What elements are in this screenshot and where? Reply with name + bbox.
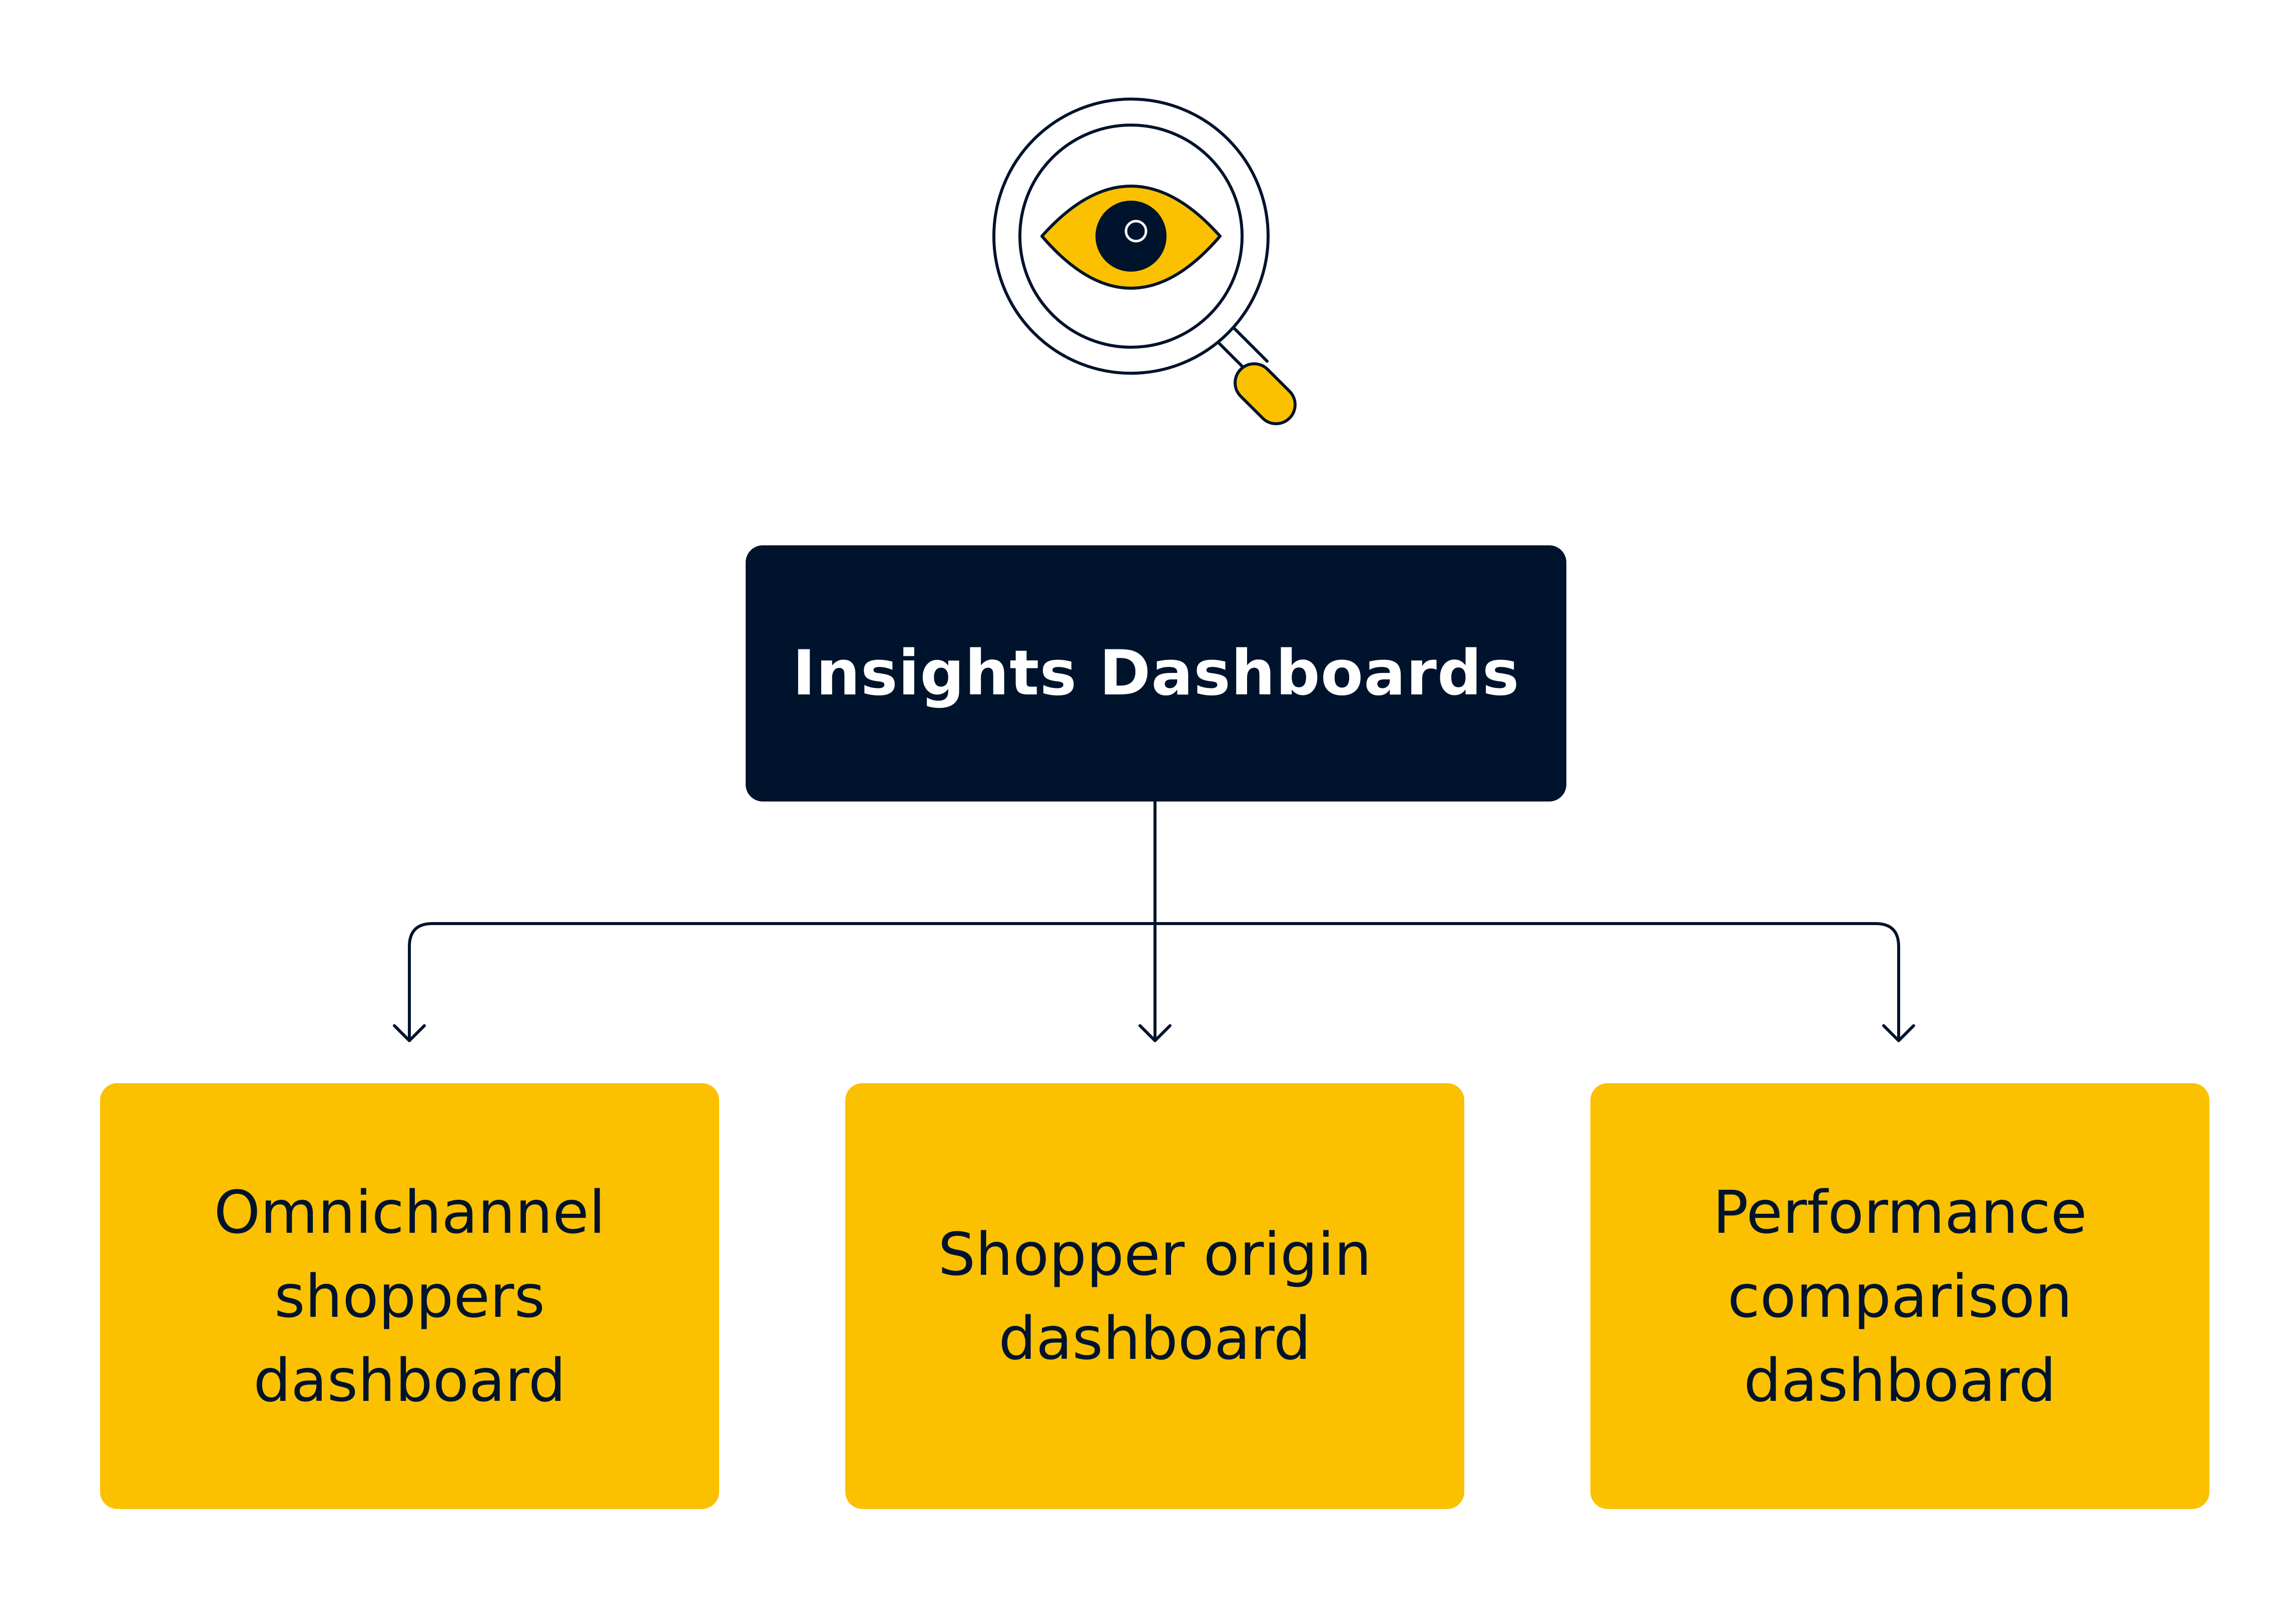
child-node-label: Shopper origin dashboard: [938, 1219, 1372, 1373]
child-node-performance-comparison: Performance comparison dashboard: [1590, 1083, 2209, 1509]
arrow-down-icon: [1882, 1024, 1915, 1042]
root-node: Insights Dashboards: [746, 545, 1566, 802]
child-node-label: Performance comparison dashboard: [1712, 1177, 2087, 1415]
arrow-down-icon: [1138, 1024, 1172, 1042]
root-node-label: Insights Dashboards: [792, 637, 1520, 709]
connector-branch: [408, 922, 1900, 1042]
arrow-down-icon: [393, 1024, 426, 1042]
child-node-label: Omnichannel shoppers dashboard: [214, 1177, 606, 1415]
magnifying-glass-eye-icon: [992, 98, 1297, 425]
connector-lines: [393, 800, 1915, 1042]
child-node-omnichannel: Omnichannel shoppers dashboard: [100, 1083, 719, 1509]
child-node-shopper-origin: Shopper origin dashboard: [845, 1083, 1464, 1509]
